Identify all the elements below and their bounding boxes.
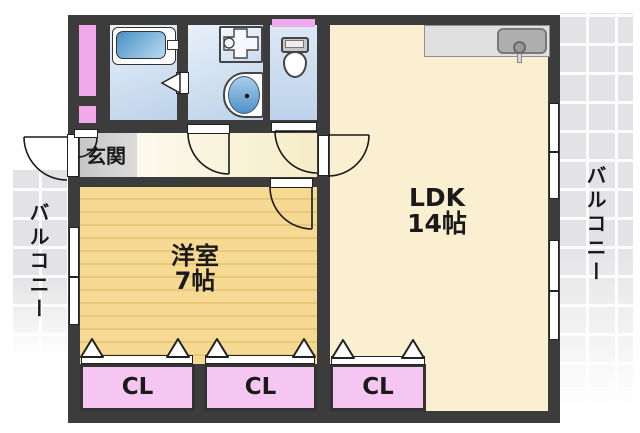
wall-hall-westernroom: [80, 177, 317, 187]
toilet-shelf: [272, 19, 315, 27]
ldk-name: LDK: [408, 182, 466, 212]
western-room-door-gap: [270, 178, 313, 188]
washing-machine-place: [219, 26, 263, 63]
kitchen-faucet-knob: [513, 41, 526, 54]
washbasin-bowl: [228, 76, 260, 114]
entrance-storage-door-gap: [74, 129, 98, 138]
wall-bottom: [68, 411, 560, 423]
toilet-tank-lid: [285, 40, 304, 48]
balcony-left: バルコニー: [13, 170, 67, 362]
closet-3: CL: [330, 364, 426, 411]
entrance-door-gap: [67, 134, 79, 177]
window-western-room: [69, 227, 79, 325]
closet-1-label: CL: [121, 374, 154, 401]
ldk-label: LDK 14帖: [357, 182, 517, 238]
wall-center-vertical: [317, 133, 330, 411]
closet-2-door-track: [205, 355, 315, 364]
storage-strip-bottom: [79, 106, 96, 123]
window-ldk-upper: [549, 103, 559, 199]
ldk-size: 14帖: [407, 209, 467, 238]
storage-strip-top: [79, 25, 96, 96]
bathroom-door-gap: [176, 72, 189, 94]
balcony-right: バルコニー: [560, 13, 633, 420]
closet-3-label: CL: [362, 374, 394, 401]
ldk-door-gap: [318, 135, 329, 176]
closet-3-door-track: [331, 356, 425, 365]
closet-2-label: CL: [244, 374, 277, 401]
wall-closet-divider: [195, 355, 204, 411]
closet-1-door-track: [81, 355, 193, 364]
bathtub-faucet: [167, 40, 179, 50]
washroom-door-gap: [187, 124, 230, 134]
entrance-label: 玄関: [86, 144, 126, 168]
toilet-bowl: [283, 51, 307, 78]
wall-right: [548, 15, 560, 423]
closet-1: CL: [80, 364, 195, 411]
room-hallway: [137, 133, 317, 177]
window-ldk-lower: [549, 240, 559, 340]
toilet-door-gap: [271, 122, 317, 132]
closet-2: CL: [204, 364, 317, 411]
western-room-label: 洋室 7帖: [115, 241, 275, 297]
bathtub: [116, 31, 166, 59]
room-ldk: [330, 25, 548, 411]
western-room-name: 洋室: [171, 241, 219, 270]
balcony-right-label: バルコニー: [583, 165, 607, 285]
balcony-left-label: バルコニー: [26, 202, 50, 322]
western-room-size: 7帖: [174, 267, 216, 295]
